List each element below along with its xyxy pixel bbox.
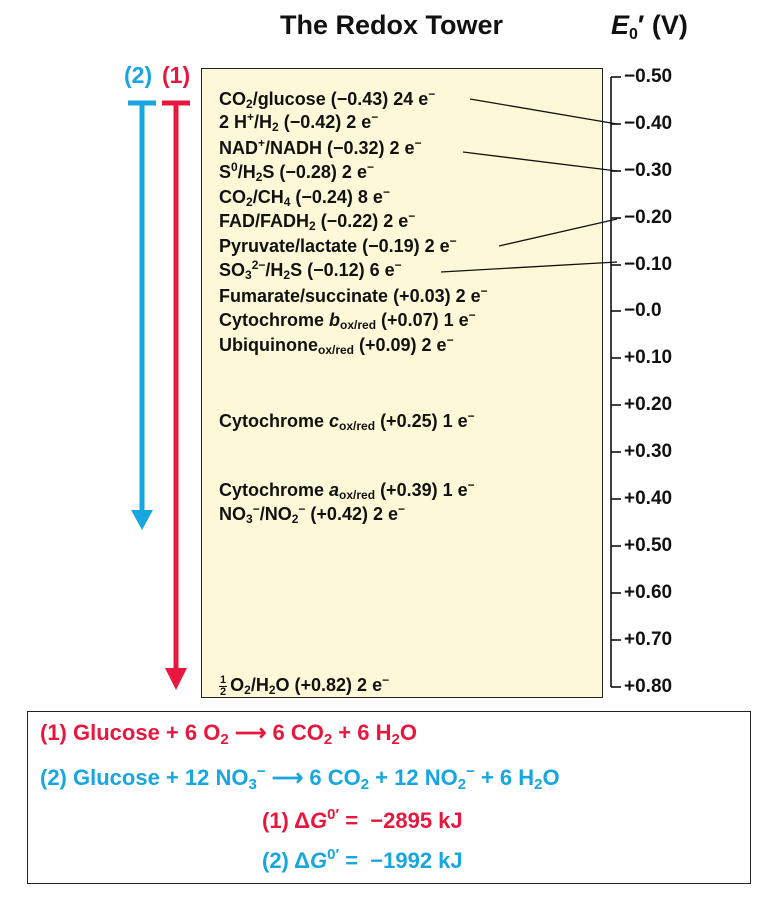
couple-s-h2s: S0/H2S (−0.28) 2 e− xyxy=(219,160,374,184)
couple-fad-fadh2: FAD/FADH2 (−0.22) 2 e− xyxy=(219,209,416,233)
delta-g-1: (1) ΔG0′ = −2895 kJ xyxy=(262,806,463,833)
axis-tick-label: −0.30 xyxy=(624,160,673,181)
equation-1: (1) Glucose + 6 O2 ⟶ 6 CO2 + 6 H2O xyxy=(40,720,417,748)
couple-cytochrome-b: Cytochrome box/red (+0.07) 1 e− xyxy=(219,308,476,332)
potential-axis xyxy=(610,76,621,688)
axis-tick-label: −0.20 xyxy=(624,207,673,228)
delta-g-2: (2) ΔG0′ = −1992 kJ xyxy=(262,846,463,873)
redox-tower-box xyxy=(201,68,603,698)
couple-ubiquinone: Ubiquinoneox/red (+0.09) 2 e− xyxy=(219,333,454,357)
axis-tick-label: +0.80 xyxy=(624,676,673,697)
connector-lines xyxy=(440,98,618,273)
axis-tick-label: +0.40 xyxy=(624,488,673,509)
couple-cytochrome-a: Cytochrome aox/red (+0.39) 1 e− xyxy=(219,478,475,502)
couple-cytochrome-c: Cytochrome cox/red (+0.25) 1 e− xyxy=(219,409,475,433)
equation-2: (2) Glucose + 12 NO3− ⟶ 6 CO2 + 12 NO2− … xyxy=(40,763,560,793)
pathway-2-label: (2) xyxy=(124,62,153,88)
axis-tick-label: +0.10 xyxy=(624,347,673,368)
couple-co2-ch4: CO2/CH4 (−0.24) 8 e− xyxy=(219,185,390,209)
axis-tick-label: +0.30 xyxy=(624,441,673,462)
axis-tick-label: +0.70 xyxy=(624,629,673,650)
couple-h-h2: 2 H+/H2 (−0.42) 2 e− xyxy=(219,110,379,134)
axis-tick-label: +0.60 xyxy=(624,582,673,603)
diagram-title: The Redox Tower xyxy=(280,10,504,40)
pathway-2-arrow xyxy=(128,100,156,530)
couple-nad-nadh: NAD+/NADH (−0.32) 2 e− xyxy=(219,136,422,158)
axis-tick-label: +0.50 xyxy=(624,535,673,556)
axis-tick-label: −0.10 xyxy=(624,254,673,275)
couple-pyruvate-lactate: Pyruvate/lactate (−0.19) 2 e− xyxy=(219,234,457,256)
pathway-1-label: (1) xyxy=(162,62,191,88)
axis-tick-label: −0.0 xyxy=(624,300,662,321)
axis-tick-label: +0.20 xyxy=(624,394,673,415)
axis-tick-label: −0.40 xyxy=(624,113,673,134)
couple-co2-glucose: CO2/glucose (−0.43) 24 e− xyxy=(219,87,436,111)
axis-title: E0′ (V) xyxy=(611,10,688,43)
couple-so3-h2s: SO32−/H2S (−0.12) 6 e− xyxy=(219,258,402,282)
equations-box xyxy=(27,711,751,884)
couple-no3-no2: NO3−/NO2− (+0.42) 2 e− xyxy=(219,502,405,526)
pathway-1-arrow xyxy=(162,100,190,690)
couple-fumarate-succinate: Fumarate/succinate (+0.03) 2 e− xyxy=(219,284,488,306)
axis-tick-label: −0.50 xyxy=(624,66,673,87)
